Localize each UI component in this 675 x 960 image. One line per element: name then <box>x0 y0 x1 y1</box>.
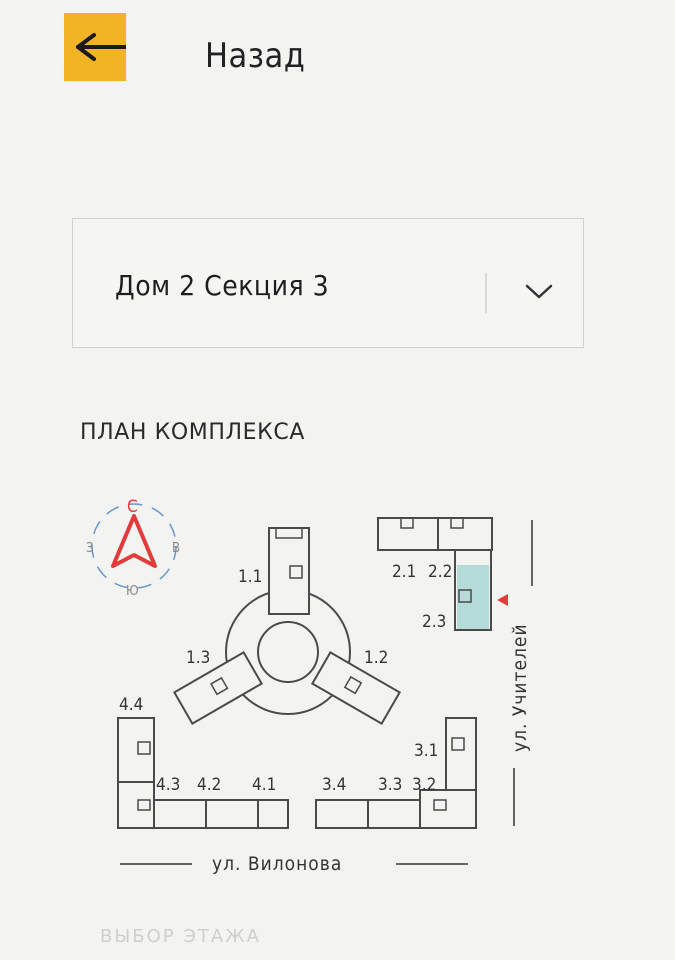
building-label-2-3: 2.3 <box>422 612 446 632</box>
building-label-2-2: 2.2 <box>428 562 452 582</box>
building-3-1[interactable] <box>445 717 477 791</box>
floor-select-label[interactable]: ВЫБОР ЭТАЖА <box>100 926 261 947</box>
building-label-4-4: 4.4 <box>119 695 143 715</box>
section-select-value: Дом 2 Секция 3 <box>115 269 330 302</box>
plan-title: ПЛАН КОМПЛЕКСА <box>80 420 306 445</box>
building-2-1[interactable] <box>377 517 439 551</box>
building-1-1[interactable] <box>268 527 310 615</box>
building-4-2[interactable] <box>153 799 207 829</box>
street-label-uchiteley: ул. Учителей <box>509 623 531 752</box>
chevron-down-icon <box>525 284 553 299</box>
building-label-1-3: 1.3 <box>186 648 210 668</box>
building-3-3[interactable] <box>367 799 421 829</box>
back-button[interactable] <box>64 13 126 81</box>
building-2-3-selected[interactable] <box>454 549 492 631</box>
entrance-marker-icon <box>497 594 508 606</box>
building-1-3[interactable] <box>172 651 264 725</box>
complex-plan-map: С З В Ю 1.1 1.3 1.2 2.1 2.2 2.3 <box>86 497 533 875</box>
building-4-1[interactable] <box>205 799 259 829</box>
building-label-3-4: 3.4 <box>322 775 346 795</box>
back-label[interactable]: Назад <box>205 36 306 76</box>
building-label-1-2: 1.2 <box>364 648 388 668</box>
compass-south: Ю <box>126 584 139 599</box>
compass-east: В <box>172 541 180 556</box>
building-label-2-1: 2.1 <box>392 562 416 582</box>
building-4-4[interactable] <box>117 717 155 783</box>
building-label-3-2: 3.2 <box>412 775 436 795</box>
compass: С З В Ю <box>86 497 180 599</box>
street-label-vilonova: ул. Вилонова <box>212 853 342 875</box>
building-4-3[interactable] <box>117 781 155 829</box>
building-label-4-2: 4.2 <box>197 775 221 795</box>
compass-north: С <box>127 497 138 517</box>
select-divider <box>485 273 487 313</box>
building-2-2[interactable] <box>437 517 493 551</box>
building-label-3-1: 3.1 <box>414 741 438 761</box>
building-label-1-1: 1.1 <box>238 567 262 587</box>
building-1-2[interactable] <box>310 651 402 725</box>
building-label-4-1: 4.1 <box>252 775 276 795</box>
building-3-4[interactable] <box>315 799 369 829</box>
arrow-left-icon <box>76 33 126 61</box>
building-3-2[interactable] <box>419 789 477 829</box>
building-label-4-3: 4.3 <box>156 775 180 795</box>
north-arrow-icon <box>111 514 157 568</box>
section-select[interactable]: Дом 2 Секция 3 <box>72 218 584 348</box>
compass-west: З <box>86 541 94 556</box>
building-label-3-3: 3.3 <box>378 775 402 795</box>
